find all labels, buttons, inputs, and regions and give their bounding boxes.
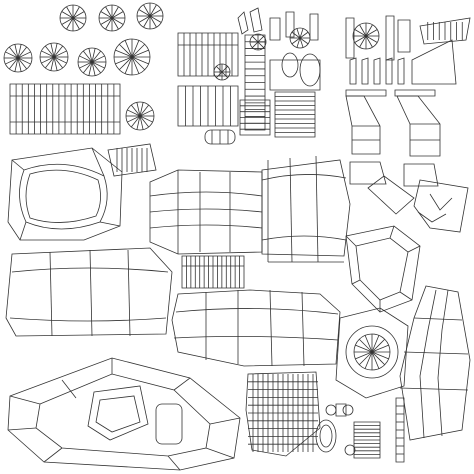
ribbed-strip-top-left bbox=[10, 84, 120, 134]
disc-6 bbox=[78, 48, 106, 76]
disc-7 bbox=[114, 39, 150, 75]
oval-shell-left bbox=[8, 148, 122, 240]
disc-3 bbox=[137, 3, 163, 29]
large-tube-center bbox=[150, 156, 350, 262]
curved-strip-right bbox=[400, 286, 470, 440]
small-ribbed-block bbox=[108, 144, 156, 176]
disc-island-top-left bbox=[4, 3, 163, 130]
capsule-center bbox=[172, 290, 340, 366]
top-right-cluster bbox=[346, 16, 470, 232]
hull-bottom-left bbox=[8, 358, 240, 470]
top-center-cluster bbox=[178, 8, 320, 144]
small-parts-bottom bbox=[316, 398, 404, 462]
grid-patch-bottom bbox=[246, 372, 320, 456]
disc-1 bbox=[60, 5, 86, 31]
hex-ring-right bbox=[336, 308, 408, 398]
disc-5 bbox=[40, 43, 68, 71]
ribbed-strip-center bbox=[182, 256, 244, 288]
shield-right bbox=[346, 226, 420, 312]
disc-8 bbox=[126, 102, 154, 130]
rounded-panel-left bbox=[6, 248, 172, 336]
disc-4 bbox=[4, 44, 32, 72]
disc-2 bbox=[99, 5, 125, 31]
